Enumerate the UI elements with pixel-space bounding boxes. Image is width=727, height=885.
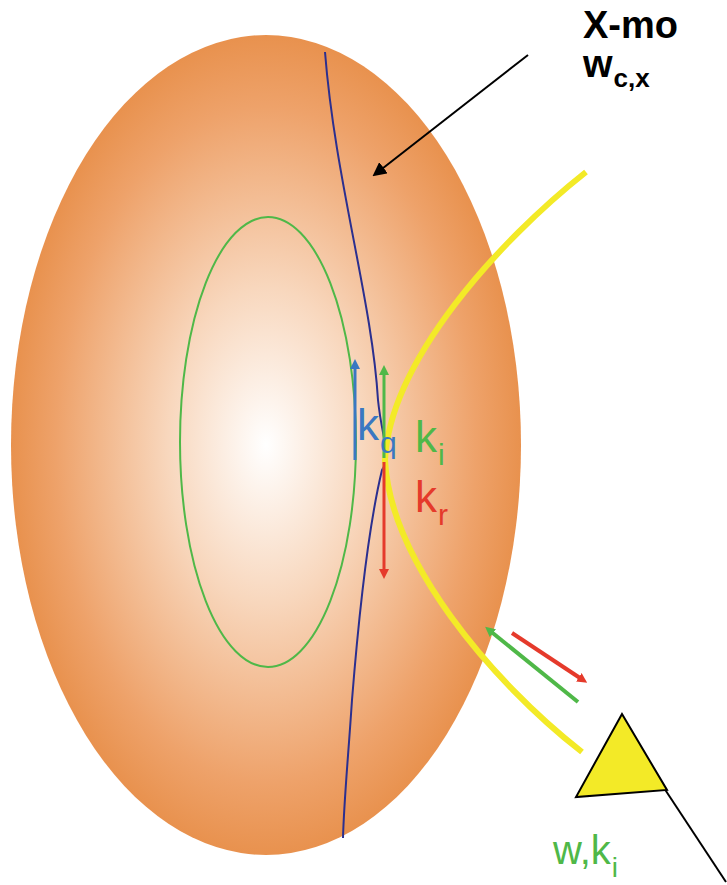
wavevector-subscript: r — [438, 500, 448, 530]
flux-surface — [180, 217, 356, 667]
leader-line — [378, 55, 528, 172]
mode-label: X-mo — [583, 6, 678, 44]
plasma-cross-section — [11, 35, 521, 855]
antenna-horn — [576, 714, 667, 797]
waveguide-feed — [664, 788, 726, 882]
turbulence-wavevector-arrow — [354, 364, 357, 460]
wavevector-subscript: q — [380, 428, 397, 458]
microwave-beam — [385, 172, 586, 752]
wavevector-symbol: k — [415, 475, 437, 519]
wavevector-symbol: k — [415, 415, 437, 459]
wavevector-subscript: i — [438, 440, 445, 470]
frequency-symbol: w — [583, 45, 613, 83]
incident-wave-arrow — [489, 630, 578, 702]
reflected-wavevector-arrow — [383, 462, 386, 574]
wavevector-symbol: k — [357, 403, 379, 447]
frequency-wavevector-label: w,k — [553, 830, 611, 870]
wavevector-subscript: i — [612, 854, 618, 882]
cutoff-layer — [325, 52, 386, 838]
frequency-subscript: c,x — [614, 65, 650, 91]
